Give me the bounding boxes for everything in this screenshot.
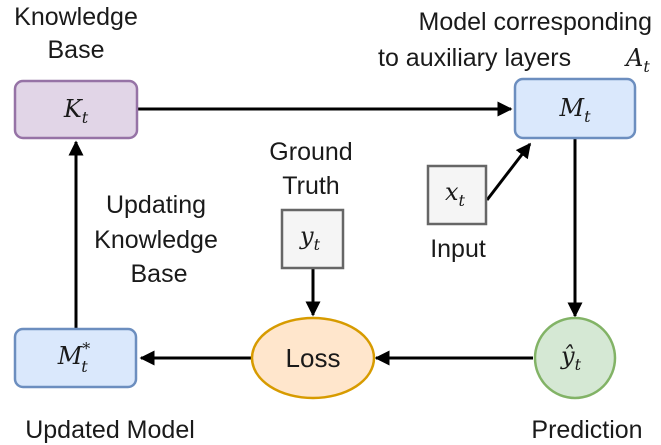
model-box — [513, 77, 637, 140]
ground-truth-symbol-sub: t — [314, 235, 321, 254]
prediction-symbol-sub: t — [575, 355, 582, 374]
loss-label: Loss — [286, 343, 341, 373]
updated-model-box — [13, 327, 138, 389]
model-label-line1: Model corresponding — [419, 8, 652, 36]
updated-model-symbol-base: M — [57, 342, 84, 370]
model-label-line2: to auxiliary layers — [378, 44, 571, 72]
ground-truth-label-line2: Truth — [282, 172, 339, 200]
updated-model-node: M*t — [13, 327, 138, 389]
knowledge-base-node: Kt — [13, 79, 139, 140]
model-label-symbol: At — [624, 44, 650, 76]
ground-truth-label-line1: Ground — [269, 138, 352, 166]
knowledge-base-symbol: Kt — [63, 95, 89, 127]
knowledge-base-symbol-base: K — [63, 95, 84, 123]
model-symbol-sub: t — [584, 107, 591, 126]
edge-input-to-model — [485, 142, 532, 201]
prediction-symbol: ŷt — [560, 342, 582, 374]
loss-ellipse — [250, 316, 376, 400]
updated-model-symbol: M*t — [57, 339, 91, 376]
model-node: Mt — [513, 77, 637, 140]
input-symbol: xt — [445, 178, 466, 210]
updating-label-line2: Knowledge — [94, 226, 218, 254]
updated-model-symbol-sub: t — [81, 357, 88, 376]
prediction-node: ŷt — [533, 316, 617, 400]
input-box — [426, 164, 488, 226]
ground-truth-box — [280, 208, 345, 270]
ground-truth-symbol-base: y — [299, 222, 314, 250]
model-symbol-base: M — [558, 94, 585, 122]
prediction-label: Prediction — [531, 416, 642, 444]
knowledge-base-label-line2: Base — [48, 36, 105, 64]
model-label-symbol-sub: t — [643, 57, 650, 76]
input-symbol-base: x — [445, 178, 459, 206]
ground-truth-node: yt — [280, 208, 345, 270]
knowledge-base-symbol-sub: t — [82, 108, 89, 127]
prediction-circle — [533, 316, 617, 400]
model-label-symbol-base: A — [624, 44, 643, 72]
knowledge-base-label-line1: Knowledge — [14, 3, 138, 31]
updated-model-label: Updated Model — [25, 416, 195, 444]
model-symbol: Mt — [558, 94, 591, 126]
updating-label-line3: Base — [131, 260, 188, 288]
input-label: Input — [430, 235, 486, 263]
input-node: xt — [426, 164, 488, 226]
loss-node: Loss — [250, 316, 376, 400]
input-symbol-sub: t — [459, 191, 466, 210]
ground-truth-symbol: yt — [299, 222, 321, 254]
knowledge-base-box — [13, 79, 139, 140]
updating-label-line1: Updating — [106, 191, 206, 219]
prediction-symbol-base: ŷ — [560, 342, 575, 370]
updated-model-symbol-sup: * — [82, 339, 90, 358]
